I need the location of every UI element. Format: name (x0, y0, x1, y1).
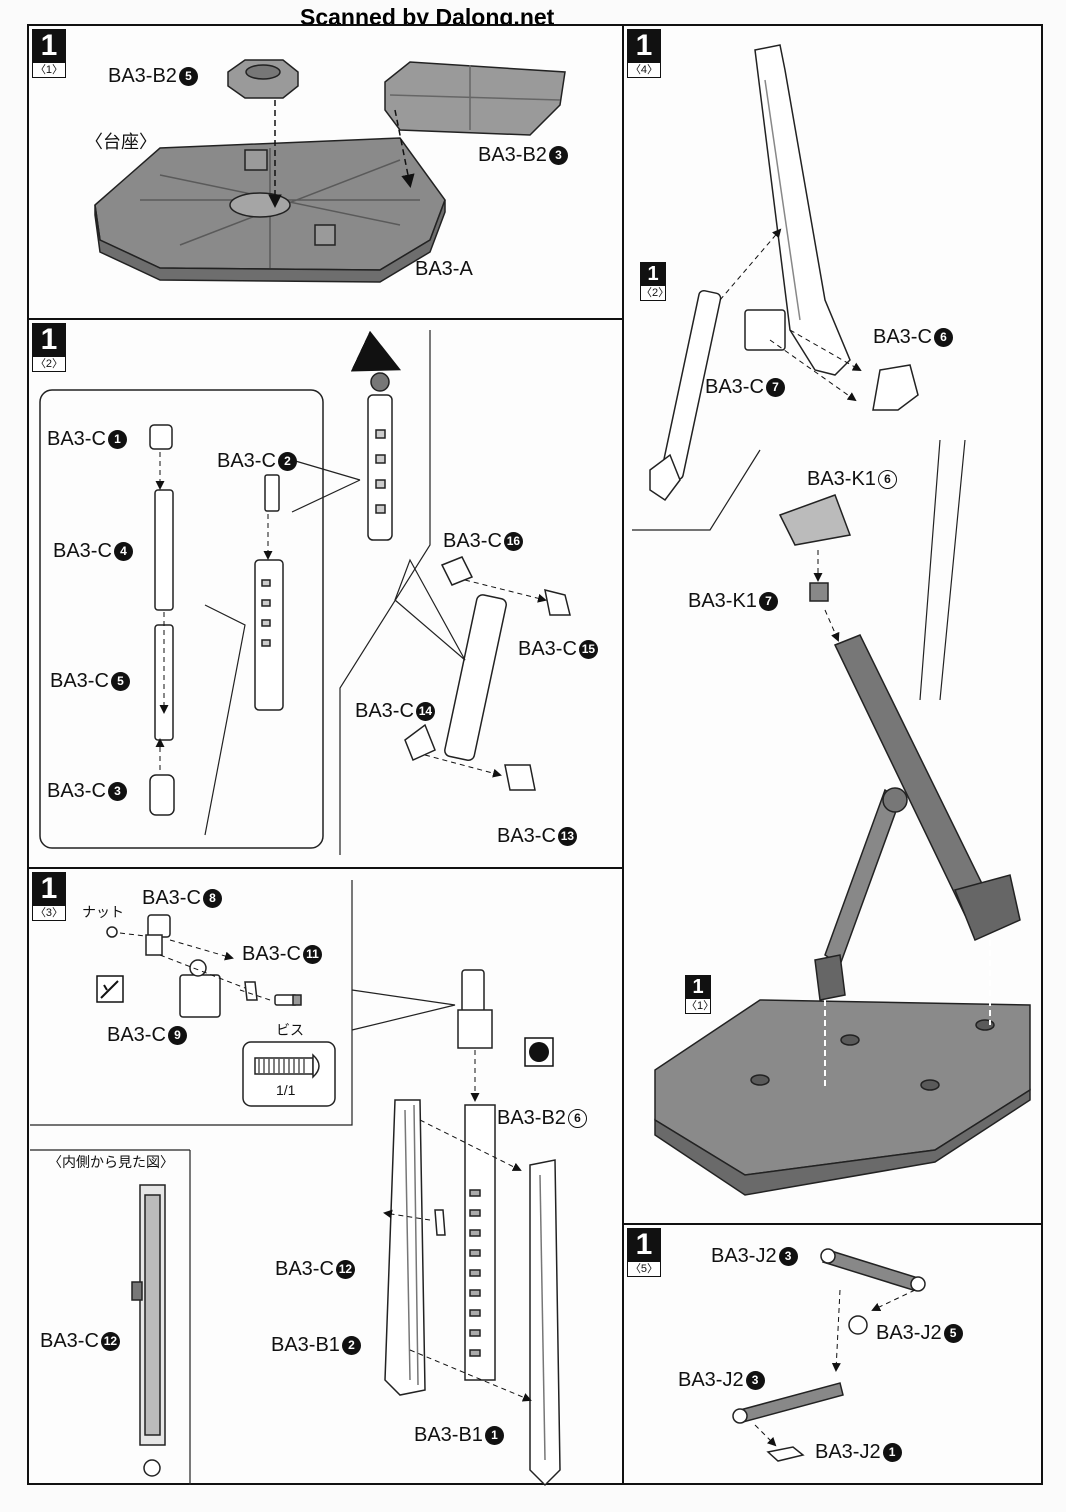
part-number-badge: 2 (341, 1336, 361, 1355)
part-number-badge: 7 (758, 592, 778, 611)
part-number-badge: 11 (302, 945, 322, 964)
part-number-badge: 14 (415, 702, 435, 721)
part-number-badge: 3 (745, 1371, 765, 1390)
stand-assembled (814, 634, 1021, 1001)
arm-pieces-c1-c5 (149, 424, 284, 816)
part-number-badge: 12 (335, 1260, 355, 1279)
part-number-badge: 1 (107, 430, 127, 449)
part-number-badge: 12 (100, 1332, 120, 1351)
step-badge-1-4: 1〈4〉 (627, 29, 661, 78)
part-number-badge: 6 (877, 470, 897, 489)
stand-joint-k1 (778, 494, 852, 602)
step-badge-1-5: 1〈5〉 (627, 1228, 661, 1277)
part-number-badge: 5 (110, 672, 130, 691)
base-label: 〈台座〉 (85, 132, 157, 152)
part-number-badge: 15 (578, 640, 598, 659)
part-number-badge: 3 (778, 1247, 798, 1266)
step-ref-1-1: 1〈1〉 (685, 975, 715, 1014)
arm-assembled-lower (404, 556, 571, 791)
base-part-b2-3 (384, 61, 566, 136)
pillar-b1-2 (384, 1099, 426, 1396)
pillar-b1-1 (529, 1159, 561, 1487)
part-number-badge: 4 (113, 542, 133, 561)
panel-step-1-3 (27, 867, 624, 1485)
joint-pieces-c8-c11 (106, 914, 302, 1018)
step-badge-1-1: 1〈1〉 (32, 29, 66, 78)
panel-step-1-5 (622, 1223, 1043, 1485)
part-number-badge: 1 (882, 1443, 902, 1462)
part-number-badge: 16 (503, 532, 523, 551)
part-number-badge: 6 (933, 328, 953, 347)
base-part-b2-5 (227, 59, 299, 99)
part-number-badge: 5 (943, 1324, 963, 1343)
base-part-a (94, 137, 446, 283)
nut-label: ナット (82, 904, 124, 920)
part-number-badge: 5 (178, 67, 198, 86)
joint-assembled (457, 969, 493, 1049)
part-number-badge: 2 (277, 452, 297, 471)
part-number-badge: 3 (548, 146, 568, 165)
part-number-badge: 8 (202, 889, 222, 908)
inner-view-label: 〈内側から見た図〉 (48, 1154, 174, 1170)
step-badge-1-2: 1〈2〉 (32, 323, 66, 372)
part-label: BA3-A (415, 258, 473, 280)
detail-callout-box (39, 389, 324, 849)
screw-icon (254, 1053, 320, 1079)
step-ref-1-2: 1〈2〉 (640, 262, 670, 301)
stand-arm-lower-ref (649, 289, 722, 502)
screw-label: ビス (276, 1022, 304, 1038)
arm-assembled-top (367, 372, 393, 541)
pillar-b2-6 (464, 1104, 496, 1381)
stand-arm-upper (744, 44, 919, 411)
screw-qty-label: 1/1 (276, 1082, 296, 1098)
j2-pieces (732, 1248, 926, 1462)
stand-base-plate (654, 999, 1031, 1196)
piece-c12 (434, 1209, 446, 1236)
step-badge-1-3: 1〈3〉 (32, 872, 66, 921)
part-number-badge: 7 (765, 378, 785, 397)
part-number-badge: 3 (107, 782, 127, 801)
part-number-badge: 9 (167, 1026, 187, 1045)
part-number-badge: 6 (567, 1109, 587, 1128)
part-number-badge: 13 (557, 827, 577, 846)
inner-view-pillar (131, 1184, 166, 1477)
part-number-badge: 1 (484, 1426, 504, 1445)
